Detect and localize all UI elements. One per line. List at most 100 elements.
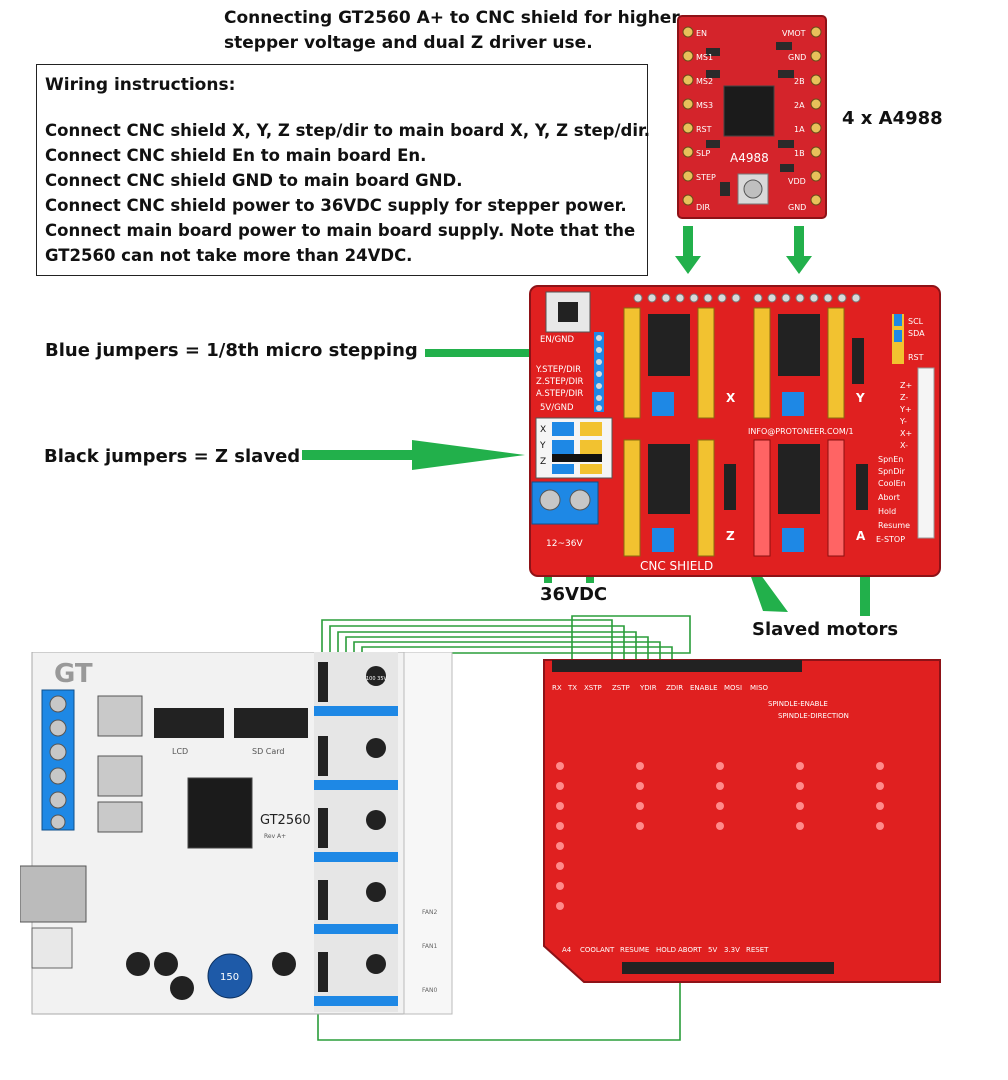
back-label-spindle-direction: SPINDLE-DIRECTION xyxy=(778,712,849,720)
back-label-abort: ABORT xyxy=(678,946,702,954)
cnc-label-resume: Resume xyxy=(878,521,910,530)
cnc-endstop-z-minus: Z- xyxy=(900,393,908,402)
instruction-line-3: Connect CNC shield GND to main board GND… xyxy=(45,171,463,190)
cnc-label-hold: Hold xyxy=(878,507,896,516)
cnc-axis-z: Z xyxy=(726,529,735,543)
back-label-mosi: MOSI xyxy=(724,684,742,692)
gt2560-logo: GT xyxy=(54,659,93,689)
back-label-miso: MISO xyxy=(750,684,769,692)
a4988-pin-rst: RST xyxy=(696,125,712,134)
gt2560-lcd-header xyxy=(154,708,224,738)
cnc-endstop-y-minus: Y- xyxy=(899,417,907,426)
cnc-shield-front: EN/GND Y.STEP/DIR Z.STEP/DIR A.STEP/DIR … xyxy=(529,285,941,577)
svg-text:Z: Z xyxy=(540,457,546,467)
cnc-label-5v-gnd: 5V/GND xyxy=(540,403,574,413)
cnc-url: INFO@PROTONEER.COM/1 xyxy=(748,427,854,436)
gt2560-board: GT LCD SD Card GT2560 Rev A+ 150 xyxy=(20,652,453,1015)
back-label-rx: RX xyxy=(552,684,562,692)
blue-jumpers-label: Blue jumpers = 1/8th micro stepping xyxy=(45,340,418,361)
a4988-pin-2b: 2B xyxy=(794,77,805,86)
gt2560-driver-sockets xyxy=(314,652,398,1012)
cnc-power-label: 12~36V xyxy=(546,539,583,549)
gt2560-title: GT2560 xyxy=(260,813,311,828)
instructions-title: Wiring instructions: xyxy=(45,75,236,95)
gt2560-fan2: FAN2 xyxy=(422,909,437,916)
gt2560-fan0: FAN0 xyxy=(422,987,437,994)
a4988-pin-step: STEP xyxy=(696,173,716,182)
gt2560-fan1: FAN1 xyxy=(422,943,437,950)
gt2560-cap-label: 100 35V xyxy=(366,676,387,682)
gt2560-sd-label: SD Card xyxy=(252,747,285,756)
back-label-ydir: YDIR xyxy=(639,684,657,692)
black-jumpers-arrow-line xyxy=(302,450,462,460)
cnc-label-estop: E-STOP xyxy=(876,535,905,544)
a4988-pin-ms3: MS3 xyxy=(696,101,713,110)
back-label-hold: HOLD xyxy=(656,946,676,954)
instruction-line-6: GT2560 can not take more than 24VDC. xyxy=(45,246,413,265)
cnc-label-y-step-dir: Y.STEP/DIR xyxy=(535,365,581,375)
back-label-enable: ENABLE xyxy=(690,684,718,692)
black-jumper xyxy=(552,454,602,462)
back-label-resume: RESUME xyxy=(620,946,649,954)
cnc-label-a-step-dir: A.STEP/DIR xyxy=(536,389,583,399)
a4988-count-label: 4 x A4988 xyxy=(842,108,943,129)
header-line-1: Connecting GT2560 A+ to CNC shield for h… xyxy=(224,8,680,28)
diagram-header: Connecting GT2560 A+ to CNC shield for h… xyxy=(224,6,684,56)
a4988-pin-ms2: MS2 xyxy=(696,77,713,86)
gt2560-usb-port xyxy=(20,865,87,923)
cnc-shield-back: RX TX XSTP ZSTP YDIR ZDIR ENABLE MOSI MI… xyxy=(543,659,941,983)
a4988-pin-gnd-2: GND xyxy=(788,203,806,212)
instruction-line-1: Connect CNC shield X, Y, Z step/dir to m… xyxy=(45,121,651,140)
gt2560-mcu xyxy=(187,777,253,849)
down-arrow-left xyxy=(675,226,701,274)
instruction-line-2: Connect CNC shield En to main board En. xyxy=(45,146,427,165)
svg-text:Y: Y xyxy=(539,441,546,451)
cnc-endstop-z-plus: Z+ xyxy=(900,381,912,390)
cnc-i2c-rst: RST xyxy=(908,353,924,362)
a4988-chip-label: A4988 xyxy=(730,151,769,165)
a4988-pin-1a: 1A xyxy=(794,125,805,134)
cnc-endstop-x-minus: X- xyxy=(900,441,908,450)
cnc-label-z-step-dir: Z.STEP/DIR xyxy=(536,377,584,387)
gt2560-lcd-label: LCD xyxy=(172,747,188,756)
gt2560-sd-header xyxy=(234,708,308,738)
a4988-pin-2a: 2A xyxy=(794,101,805,110)
a4988-pin-dir: DIR xyxy=(696,203,711,212)
cnc-i2c-sda: SDA xyxy=(908,329,925,338)
cnc-axis-x: X xyxy=(726,391,736,405)
back-label-a4: A4 xyxy=(562,946,572,954)
header-line-2: stepper voltage and dual Z driver use. xyxy=(224,33,593,53)
a4988-pin-ms1: MS1 xyxy=(696,53,713,62)
a4988-pin-slp: SLP xyxy=(696,149,711,158)
a4988-pin-vdd: VDD xyxy=(788,177,806,186)
down-arrow-right xyxy=(786,226,812,274)
cnc-axis-a: A xyxy=(856,529,866,543)
cnc-back-top-header xyxy=(552,660,802,672)
black-jumpers-arrowhead xyxy=(412,440,525,470)
back-label-tx: TX xyxy=(567,684,577,692)
power-label: 36VDC xyxy=(540,584,608,605)
driver-slot-x xyxy=(623,307,715,419)
driver-slot-z xyxy=(623,439,715,557)
wiring-instructions-box: Wiring instructions: Connect CNC shield … xyxy=(36,64,651,276)
a4988-pin-en: EN xyxy=(696,29,707,38)
instruction-line-5: Connect main board power to main board s… xyxy=(45,221,636,240)
slaved-motors-label: Slaved motors xyxy=(752,619,899,640)
cnc-back-bottom-header xyxy=(622,962,834,974)
driver-slot-a xyxy=(753,439,845,557)
back-label-zstp: ZSTP xyxy=(612,684,630,692)
back-label-spindle-enable: SPINDLE-ENABLE xyxy=(768,700,828,708)
cnc-label-en-gnd: EN/GND xyxy=(540,335,575,345)
gt2560-rev: Rev A+ xyxy=(264,833,286,840)
back-label-zdir: ZDIR xyxy=(666,684,683,692)
cnc-shield-back-pcb xyxy=(543,659,941,983)
black-jumpers-label: Black jumpers = Z slaved xyxy=(44,446,301,467)
back-label-3v3: 3.3V xyxy=(724,946,740,954)
a4988-pin-vmot: VMOT xyxy=(782,29,806,38)
cnc-label-abort: Abort xyxy=(878,493,900,502)
cnc-endstop-x-plus: X+ xyxy=(900,429,912,438)
driver-slot-y xyxy=(753,307,845,419)
gt2560-inductor-label: 150 xyxy=(220,972,239,983)
back-label-reset: RESET xyxy=(746,946,769,954)
cnc-label-spnen: SpnEn xyxy=(878,455,903,464)
